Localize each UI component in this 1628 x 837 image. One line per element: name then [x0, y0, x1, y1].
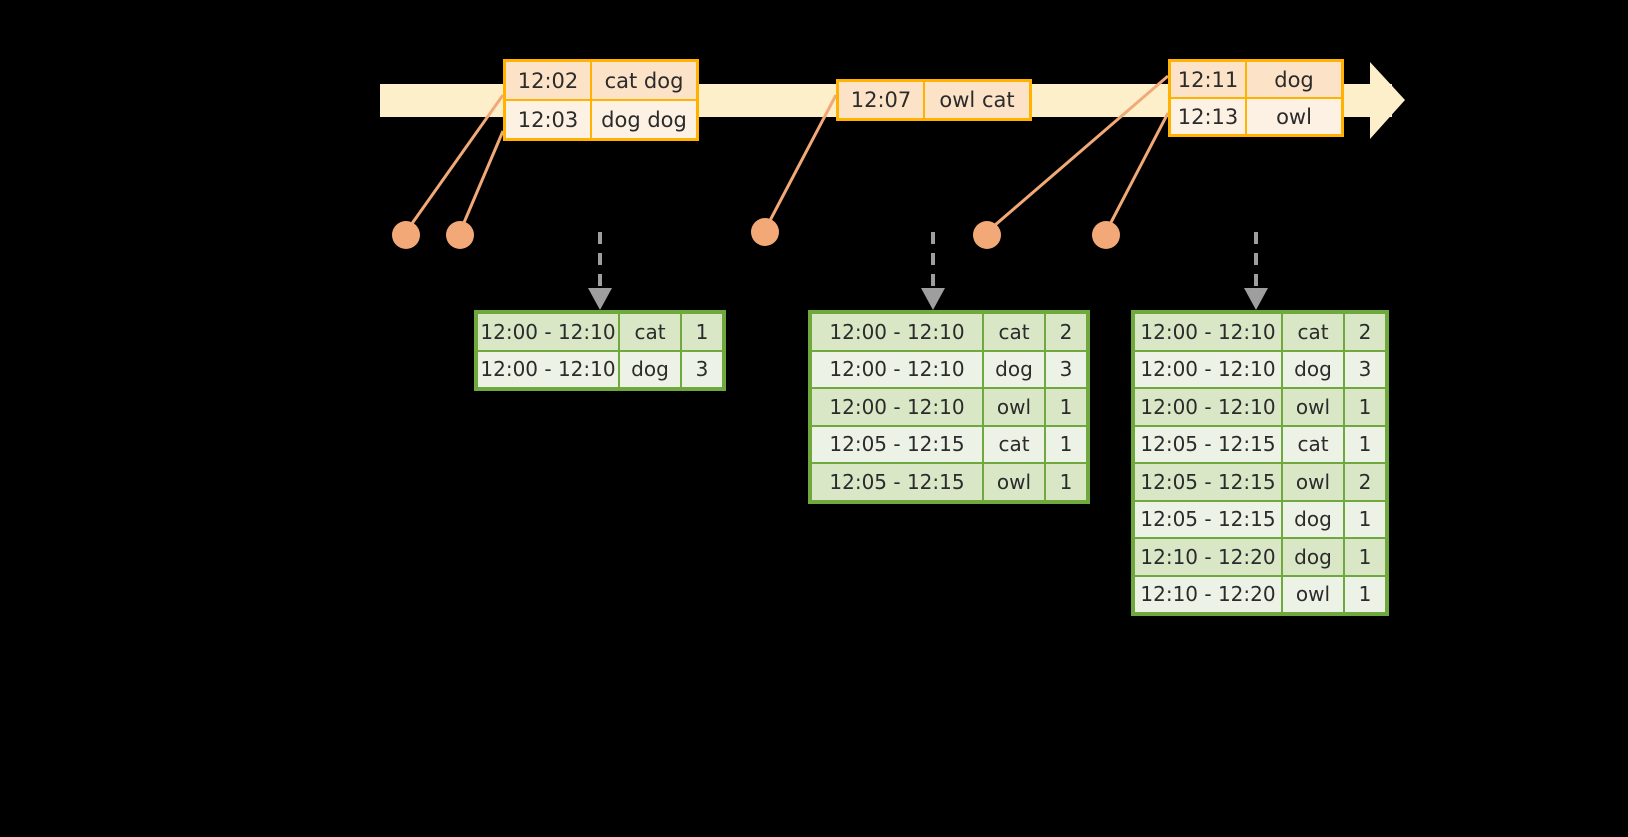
cell-word: owl — [983, 463, 1045, 501]
cell-window: 12:05 - 12:15 — [1134, 425, 1282, 463]
cell-count: 1 — [1045, 425, 1087, 463]
cell-word: owl — [1282, 575, 1344, 613]
event-words: dog dog — [592, 101, 696, 138]
cell-count: 1 — [1344, 500, 1386, 538]
event-marker-12-02 — [392, 221, 420, 249]
event-group-2[interactable]: 12:07 owl cat — [836, 79, 1032, 121]
event-row[interactable]: 12:11 dog — [1171, 62, 1341, 97]
cell-word: owl — [1282, 388, 1344, 426]
emit-arrow-1 — [588, 232, 612, 310]
cell-window: 12:00 - 12:10 — [1134, 388, 1282, 426]
cell-window: 12:05 - 12:15 — [811, 463, 983, 501]
emit-arrow-2 — [921, 232, 945, 310]
cell-word: cat — [1282, 425, 1344, 463]
cell-window: 12:00 - 12:10 — [1134, 350, 1282, 388]
event-words: owl cat — [925, 82, 1029, 118]
event-time: 12:02 — [506, 62, 592, 99]
cell-word: dog — [1282, 350, 1344, 388]
event-time: 12:07 — [839, 82, 925, 118]
cell-word: cat — [619, 313, 681, 351]
cell-window: 12:00 - 12:10 — [811, 350, 983, 388]
event-marker-12-03 — [446, 221, 474, 249]
cell-count: 2 — [1344, 313, 1386, 351]
emit-arrows — [588, 232, 1268, 310]
cell-word: dog — [1282, 500, 1344, 538]
cell-window: 12:05 - 12:15 — [1134, 463, 1282, 501]
emit-arrow-3 — [1244, 232, 1268, 310]
cell-word: dog — [983, 350, 1045, 388]
cell-window: 12:10 - 12:20 — [1134, 538, 1282, 576]
cell-count: 2 — [1344, 463, 1386, 501]
cell-window: 12:05 - 12:15 — [1134, 500, 1282, 538]
cell-count: 1 — [1344, 538, 1386, 576]
cell-word: owl — [983, 388, 1045, 426]
connector-12-13 — [1104, 112, 1170, 233]
cell-window: 12:00 - 12:10 — [477, 350, 619, 388]
cell-count: 2 — [1045, 313, 1087, 351]
connector-12-03 — [458, 130, 505, 233]
cell-word: owl — [1282, 463, 1344, 501]
event-group-3[interactable]: 12:11 dog 12:13 owl — [1168, 59, 1344, 137]
event-dots — [392, 218, 1120, 249]
cell-count: 3 — [681, 350, 723, 388]
cell-count: 3 — [1045, 350, 1087, 388]
cell-count: 1 — [1045, 463, 1087, 501]
cell-count: 1 — [681, 313, 723, 351]
cell-count: 1 — [1344, 575, 1386, 613]
event-words: dog — [1247, 62, 1341, 97]
event-marker-12-07 — [751, 218, 779, 246]
event-words: owl — [1247, 99, 1341, 134]
cell-window: 12:00 - 12:10 — [811, 388, 983, 426]
event-row[interactable]: 12:13 owl — [1171, 97, 1341, 134]
event-marker-12-13 — [1092, 221, 1120, 249]
cell-word: cat — [983, 313, 1045, 351]
cell-window: 12:00 - 12:10 — [1134, 313, 1282, 351]
cell-count: 1 — [1344, 388, 1386, 426]
event-row[interactable]: 12:02 cat dog — [506, 62, 696, 99]
cell-word: dog — [619, 350, 681, 388]
cell-count: 3 — [1344, 350, 1386, 388]
connector-12-02 — [404, 94, 505, 233]
cell-word: cat — [983, 425, 1045, 463]
connector-12-07 — [763, 94, 838, 231]
event-time: 12:11 — [1171, 62, 1247, 97]
event-row[interactable]: 12:03 dog dog — [506, 99, 696, 138]
event-row[interactable]: 12:07 owl cat — [839, 82, 1029, 118]
cell-window: 12:00 - 12:10 — [477, 313, 619, 351]
cell-word: dog — [1282, 538, 1344, 576]
cell-window: 12:05 - 12:15 — [811, 425, 983, 463]
cell-window: 12:00 - 12:10 — [811, 313, 983, 351]
event-time: 12:03 — [506, 101, 592, 138]
event-words: cat dog — [592, 62, 696, 99]
cell-word: cat — [1282, 313, 1344, 351]
event-marker-12-11 — [973, 221, 1001, 249]
cell-window: 12:10 - 12:20 — [1134, 575, 1282, 613]
event-time: 12:13 — [1171, 99, 1247, 134]
cell-count: 1 — [1344, 425, 1386, 463]
event-group-1[interactable]: 12:02 cat dog 12:03 dog dog — [503, 59, 699, 141]
cell-count: 1 — [1045, 388, 1087, 426]
